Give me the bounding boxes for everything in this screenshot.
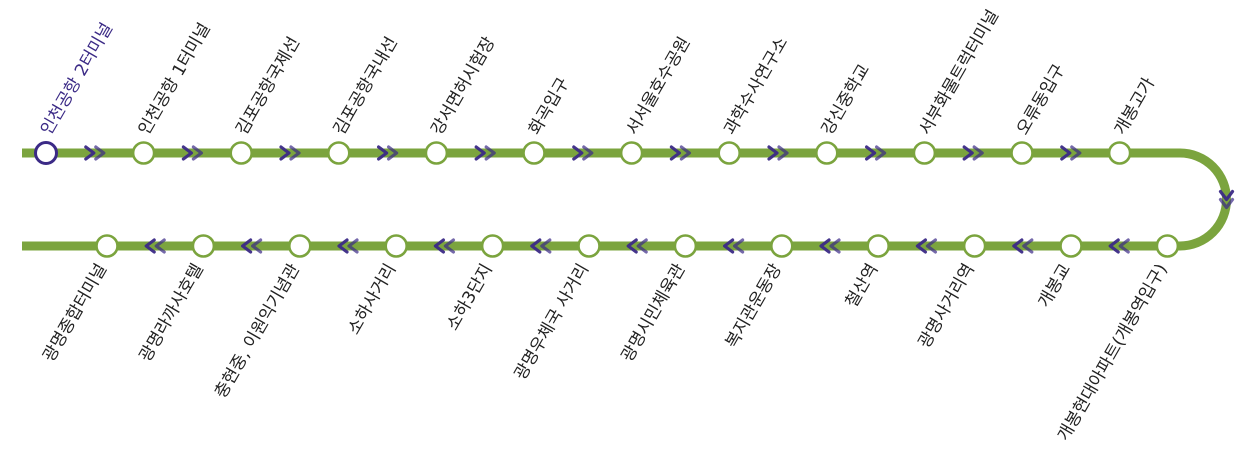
- station-marker: [131, 141, 156, 165]
- station-marker: [769, 234, 794, 258]
- direction-arrow: [530, 238, 552, 254]
- station-label: 김포공항국제선: [232, 34, 304, 139]
- station-label: 서서울호수공원: [623, 34, 695, 139]
- direction-arrow: [84, 145, 106, 161]
- direction-arrow: [337, 238, 359, 254]
- station-marker: [717, 141, 742, 165]
- station-marker: [1010, 141, 1034, 165]
- direction-arrow: [1218, 189, 1235, 210]
- direction-arrows: [84, 145, 1235, 254]
- direction-arrow: [626, 238, 648, 254]
- station-label: 인천공항 1터미널: [135, 20, 215, 139]
- station-marker: [480, 234, 505, 258]
- direction-arrow: [1012, 238, 1034, 254]
- station-label: 광명사거리역: [915, 261, 979, 352]
- station-marker: [191, 234, 216, 258]
- direction-arrow: [865, 145, 887, 161]
- station-marker: [287, 234, 312, 258]
- station-marker: [95, 234, 119, 258]
- station-marker: [619, 141, 644, 165]
- station-label: 서부화물트럭터미널: [915, 7, 1003, 139]
- station-label: 김포공항국내선: [330, 34, 402, 139]
- station-label: 충현중, 이원익기념관: [211, 261, 304, 402]
- station-marker: [326, 141, 351, 165]
- station-label: 인천공항 2터미널: [37, 20, 117, 139]
- station-label: 광명우체국 사거리: [511, 261, 594, 384]
- direction-arrow: [1108, 238, 1130, 254]
- station-marker: [673, 234, 698, 258]
- direction-arrow: [433, 238, 455, 254]
- direction-arrow: [723, 238, 745, 254]
- station-label: 광명시민체육관: [618, 261, 690, 366]
- station-marker: [866, 234, 891, 258]
- station-marker: [522, 141, 546, 165]
- direction-arrow: [181, 145, 203, 161]
- station-label: 화곡입구: [525, 74, 574, 138]
- current-station-marker: [34, 141, 58, 165]
- station-label: 소하사거리: [344, 261, 400, 339]
- station-label: 강서면허시험장: [427, 33, 499, 138]
- station-marker: [912, 141, 937, 165]
- direction-arrow: [572, 145, 594, 161]
- station-marker: [424, 141, 449, 165]
- station-label: 복지관운동장: [722, 260, 786, 352]
- station-marker: [814, 141, 839, 165]
- route-line: [22, 148, 1231, 251]
- station-label: 개봉현대아파트(개봉역입구): [1054, 261, 1172, 445]
- station-label: 광명종합터미널: [39, 261, 111, 366]
- station-marker: [1107, 141, 1132, 165]
- route-path: [22, 148, 1231, 251]
- station-marker: [577, 234, 601, 258]
- station-label: 소하3단지: [443, 260, 497, 334]
- station-marker: [1155, 234, 1180, 258]
- station-label: 개봉교: [1035, 261, 1076, 312]
- station-marker: [1059, 234, 1083, 258]
- station-marker: [229, 141, 253, 165]
- station-marker: [384, 234, 409, 258]
- station-label: 과학수사연구소: [720, 34, 792, 139]
- station-label: 개봉고가: [1111, 74, 1160, 138]
- direction-arrow: [144, 238, 166, 254]
- station-marker: [962, 234, 987, 258]
- station-label: 강신중학교: [818, 61, 874, 139]
- direction-arrow: [915, 238, 937, 254]
- direction-arrow: [767, 145, 789, 161]
- station-label: 오류동입구: [1013, 61, 1069, 139]
- direction-arrow: [377, 145, 399, 161]
- station-label: 철산역: [842, 261, 883, 312]
- direction-arrow: [819, 238, 841, 254]
- direction-arrow: [474, 145, 496, 161]
- station-label: 광명라까사호텔: [136, 261, 208, 366]
- direction-arrow: [962, 145, 984, 161]
- direction-arrow: [1060, 145, 1082, 161]
- direction-arrow: [279, 145, 301, 161]
- direction-arrow: [669, 145, 691, 161]
- stations: [34, 141, 1180, 258]
- direction-arrow: [241, 238, 263, 254]
